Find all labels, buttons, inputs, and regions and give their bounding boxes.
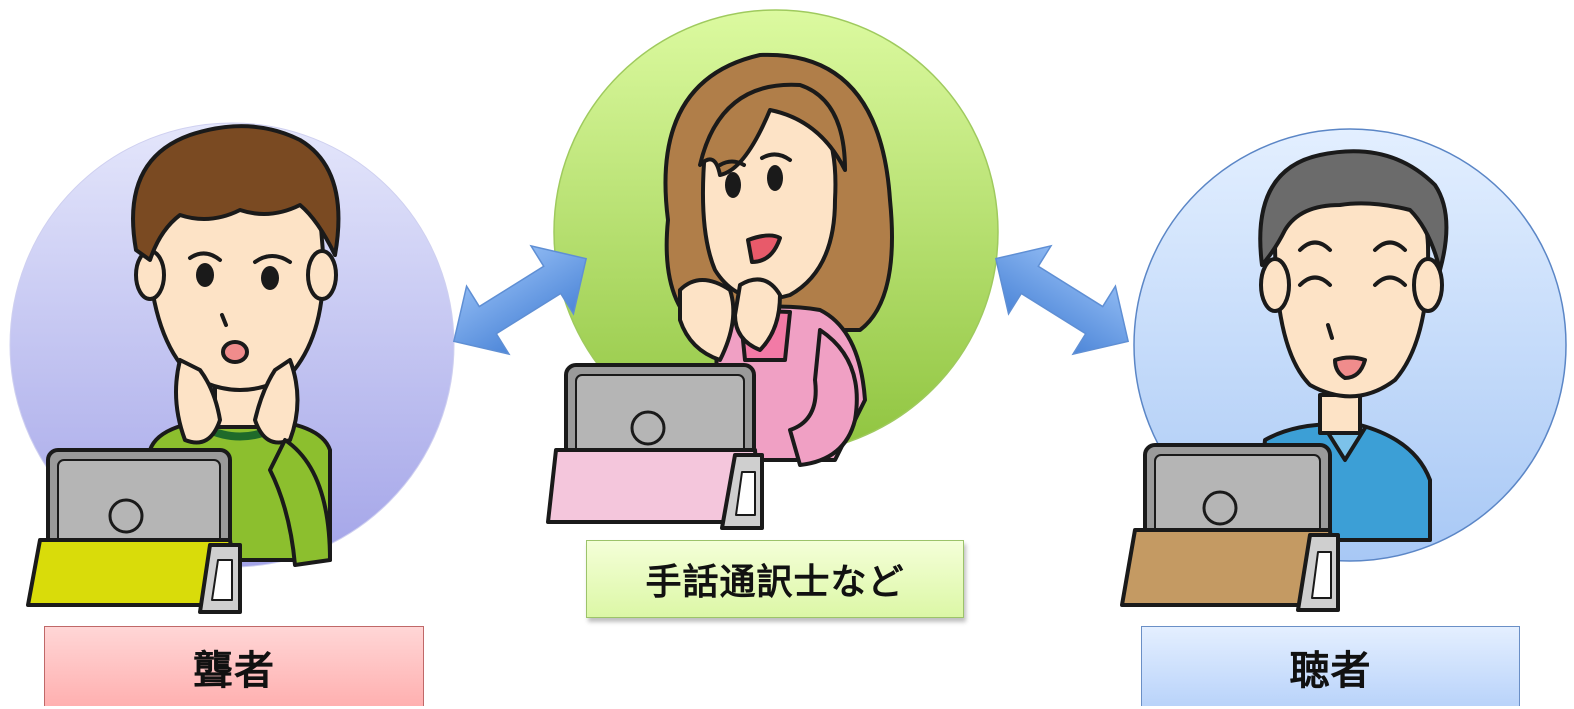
deaf-label: 聾者: [44, 626, 424, 706]
hearing-label: 聴者: [1141, 626, 1520, 706]
interpreter-person-icon: [663, 52, 894, 467]
tablet-icon: [1120, 443, 1340, 612]
tablet-icon: [546, 363, 764, 530]
interpreter-label: 手話通訳士など: [586, 540, 964, 618]
double-arrow-icon: [973, 223, 1151, 377]
tablet-icon: [26, 448, 242, 614]
